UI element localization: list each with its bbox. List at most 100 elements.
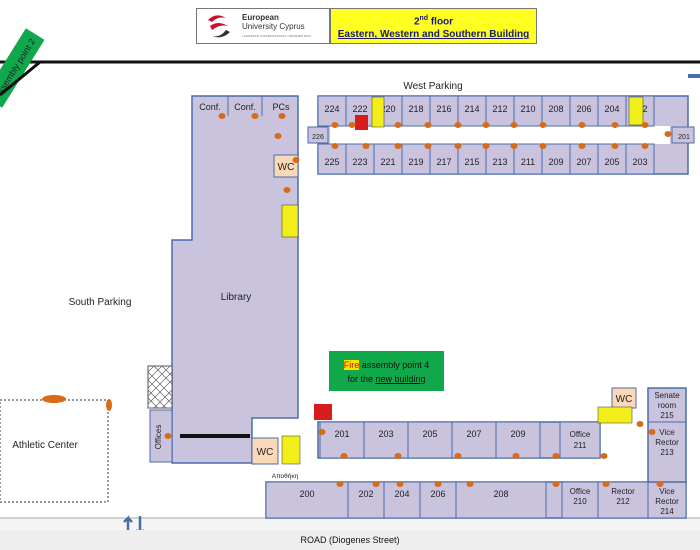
room-office-211[interactable] [559, 421, 601, 459]
room-west-223-label: 223 [352, 157, 367, 167]
room-west-214[interactable] [457, 95, 487, 127]
room-west-205[interactable] [597, 143, 627, 175]
room-south-206[interactable] [419, 481, 457, 519]
room-west-222-label: 222 [352, 104, 367, 114]
room-south-207-label: 207 [466, 429, 481, 439]
room-south-202[interactable] [347, 481, 385, 519]
room-west-220-label: 220 [380, 104, 395, 114]
conf-2-label: Conf. [234, 102, 256, 112]
east-column[interactable] [647, 387, 687, 483]
senate-line3: 215 [660, 411, 674, 420]
door-marker [434, 481, 442, 487]
door-marker [372, 481, 380, 487]
room-west-210[interactable] [513, 95, 543, 127]
room-west-207-label: 207 [576, 157, 591, 167]
offices-label: Offices [154, 425, 163, 450]
west-stairs-2 [628, 96, 644, 126]
room-south-201[interactable] [319, 421, 365, 459]
door-marker [336, 481, 344, 487]
fire-word: Fire [343, 360, 360, 370]
new-building-link[interactable]: new building [375, 374, 426, 384]
offices-block[interactable] [149, 409, 173, 463]
room-west-216[interactable] [429, 95, 459, 127]
room-rector-line2: 212 [616, 497, 630, 506]
south-stairs-right [597, 406, 633, 424]
room-west-221[interactable] [373, 143, 403, 175]
door-marker [348, 122, 356, 128]
floor-word: floor [430, 16, 454, 28]
room-south-207[interactable] [451, 421, 497, 459]
room-201-west-label: 201 [678, 134, 690, 141]
room-west-212[interactable] [485, 95, 515, 127]
door-marker [641, 122, 649, 128]
room-201-west[interactable] [671, 126, 695, 144]
door-marker [512, 453, 520, 459]
library-wall-dark [180, 434, 250, 438]
fire-line2-prefix: for the [347, 374, 376, 384]
room-office-210[interactable] [561, 481, 599, 519]
room-office-210-line2: 210 [573, 497, 587, 506]
hatch-lines [147, 365, 173, 409]
door-marker [331, 122, 339, 128]
room-west-225[interactable] [317, 143, 347, 175]
logo-tagline: LAUREATE INTERNATIONAL UNIVERSITIES [242, 34, 311, 38]
room-south-205-label: 205 [422, 429, 437, 439]
door-marker [318, 429, 326, 435]
room-west-211[interactable] [513, 143, 543, 175]
room-south-208[interactable] [455, 481, 547, 519]
door-marker [218, 113, 226, 119]
south-lift [314, 404, 332, 420]
room-west-203-label: 203 [632, 157, 647, 167]
door-marker [641, 143, 649, 149]
door-marker [251, 113, 259, 119]
room-south-202-label: 202 [358, 489, 373, 499]
room-west-203[interactable] [625, 143, 655, 175]
floor-suffix: nd [419, 15, 429, 22]
room-west-216-label: 216 [436, 104, 451, 114]
room-west-209[interactable] [541, 143, 571, 175]
room-west-213-label: 213 [492, 157, 507, 167]
room-south-209[interactable] [495, 421, 541, 459]
room-rector[interactable] [597, 481, 649, 519]
library-label: Library [221, 292, 252, 303]
storage-label: Αποθήκη [272, 473, 299, 480]
door-marker [636, 421, 644, 427]
west-stairs-1 [371, 96, 385, 128]
west-lift [355, 115, 368, 130]
room-west-218[interactable] [401, 95, 431, 127]
room-south-205[interactable] [407, 421, 453, 459]
room-west-221-label: 221 [380, 157, 395, 167]
road-label: ROAD (Diogenes Street) [0, 530, 700, 550]
room-226[interactable] [307, 126, 329, 144]
room-south-203[interactable] [363, 421, 409, 459]
door-marker [424, 143, 432, 149]
room-south-204[interactable] [383, 481, 421, 519]
room-west-217[interactable] [429, 143, 459, 175]
assembly-point-2-sign: Assembly point 2 [0, 28, 45, 108]
room-west-204-label: 204 [604, 104, 619, 114]
door-marker [394, 453, 402, 459]
south-parking-label: South Parking [69, 297, 132, 308]
door-marker [454, 122, 462, 128]
pcs-label: PCs [272, 102, 290, 112]
door-marker [394, 143, 402, 149]
room-west-213[interactable] [485, 143, 515, 175]
room-south-200[interactable] [265, 481, 349, 519]
room-west-219[interactable] [401, 143, 431, 175]
south-stairs-left [281, 435, 301, 465]
room-west-215-label: 215 [464, 157, 479, 167]
room-west-206-label: 206 [576, 104, 591, 114]
door-marker [648, 429, 656, 435]
boundary-diagonal [0, 60, 41, 97]
room-south-209-label: 209 [510, 429, 525, 439]
door-marker [292, 157, 300, 163]
west-parking-label: West Parking [403, 81, 462, 92]
library-wc[interactable] [273, 154, 299, 178]
door-marker [482, 122, 490, 128]
south-wc-left[interactable] [251, 437, 279, 465]
room-west-208[interactable] [541, 95, 571, 127]
library-body[interactable] [171, 95, 299, 464]
door-marker [600, 453, 608, 459]
